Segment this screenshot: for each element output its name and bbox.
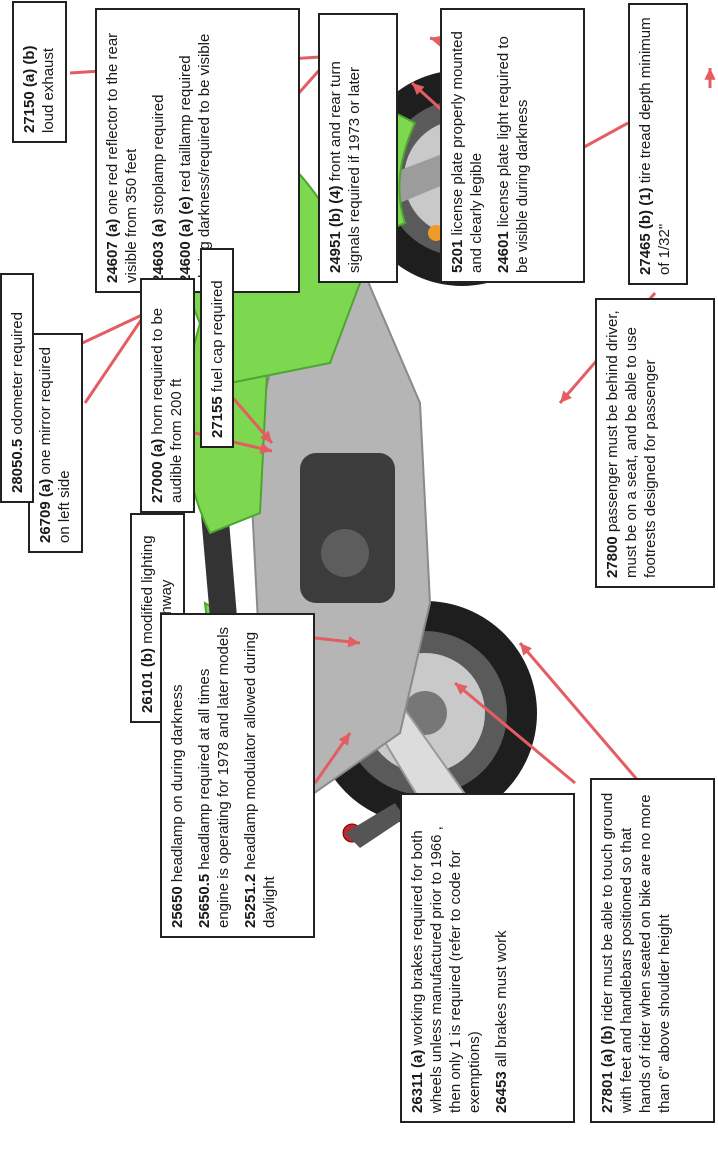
code-26453: 26453 [493, 1071, 510, 1113]
label-tread: 27465 (b) (1) tire tread depth minimum o… [628, 3, 688, 285]
code-27000: 27000 (a) [149, 438, 166, 503]
label-mirror: 26709 (a) one mirror required on left si… [28, 333, 83, 553]
code-27800: 27800 [604, 536, 621, 578]
code-24607: 24607 (a) [104, 218, 121, 283]
label-turn-signals: 24951 (b) (4) front and rear turn signal… [318, 13, 398, 283]
text-odometer-0: odometer required [9, 312, 26, 439]
text-headlamp-0: headlamp on during darkness [169, 684, 186, 887]
text-brakes-1: all brakes must work [493, 930, 510, 1072]
text-fuel-cap: fuel cap required [209, 280, 226, 393]
label-rider: 27801 (a) (b) rider must be able to touc… [590, 778, 715, 1123]
code-24603: 24603 (a) [150, 218, 167, 283]
callout-arrowhead [455, 683, 468, 695]
code-24951: 24951 (b) (4) [327, 185, 344, 273]
callout-arrowhead [560, 390, 572, 403]
text-loud-exhaust: loud exhaust [40, 47, 57, 133]
label-horn: 27000 (a) horn required to be audible fr… [140, 278, 195, 513]
code-27465: 27465 (b) (1) [637, 187, 654, 275]
label-brakes: 26311 (a) working brakes required for bo… [400, 793, 575, 1123]
code-24601: 24601 [495, 231, 512, 273]
label-license: 5201 license plate properly mounted and … [440, 8, 585, 283]
callout-arrowhead [259, 442, 272, 454]
callout-arrow [314, 636, 361, 645]
code-26709: 26709 (a) [37, 478, 54, 543]
label-odometer: 28050.5 odometer required [0, 273, 34, 503]
code-24600: 24600 (a) (e) [177, 196, 194, 283]
code-28050-5: 28050.5 [9, 438, 26, 493]
code-5201: 5201 [449, 239, 466, 273]
callout-arrowhead [338, 733, 350, 746]
code-27801: 27801 (a) (b) [599, 1025, 616, 1113]
code-25251-2: 25251.2 [242, 873, 259, 928]
code-25650: 25650 [169, 886, 186, 928]
code-26311: 26311 (a) [409, 1049, 426, 1113]
callout-arrowhead [520, 643, 532, 656]
code-25650-5: 25650.5 [196, 873, 213, 928]
text-stoplamp: stoplamp required [150, 94, 167, 215]
callout-arrow [313, 732, 352, 784]
callout-arrowhead [704, 68, 716, 80]
text-license-plate: license plate properly mounted and clear… [449, 31, 485, 273]
code-27155: 27155 [209, 396, 226, 438]
label-fuel: 27155 fuel cap required [200, 248, 234, 448]
code-27150: 27150 (a) (b) [21, 45, 38, 133]
label-headlamp: 25650 headlamp on during darkness 25650.5… [160, 613, 315, 938]
callout-arrow [454, 681, 576, 785]
label-passenger: 27800 passenger must be behind driver, m… [595, 298, 715, 588]
callout-arrowhead [347, 636, 360, 648]
label-exhaust: 27150 (a) (b)loud exhaust [12, 1, 67, 143]
callout-arrow [518, 642, 642, 784]
callout-arrowhead [260, 430, 272, 443]
label-reflector: 24607 (a) one red reflector to the rear … [95, 8, 300, 293]
code-26101: 26101 (b) [139, 647, 156, 713]
callout-arrowhead [412, 83, 425, 96]
